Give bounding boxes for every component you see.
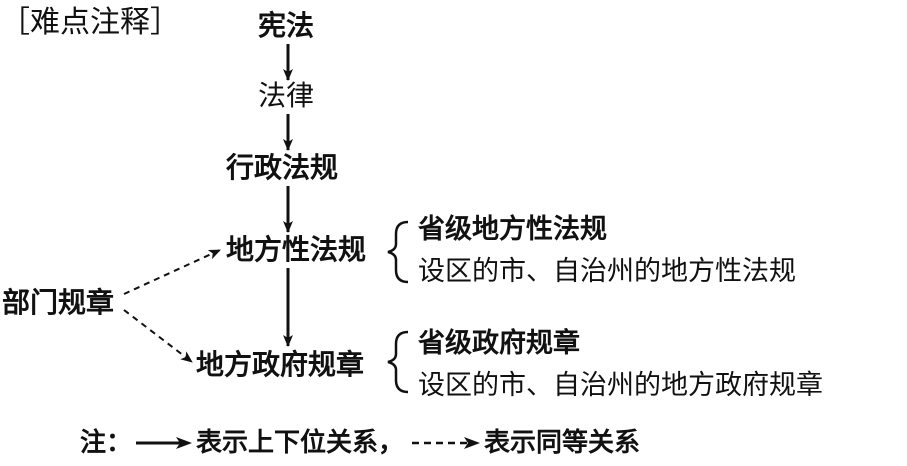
- local-regulation-type-city: 设区的市、自治州的地方性法规: [418, 256, 796, 287]
- local-gov-rule-type-provincial: 省级政府规章: [418, 328, 580, 359]
- solid-arrow-icon: [136, 437, 193, 449]
- note-prefix: 注：: [80, 428, 133, 458]
- note-solid-meaning: 表示上下位关系，: [196, 428, 405, 458]
- node-local-regulation: 地方性法规: [226, 233, 367, 266]
- brace-local-regulation: [387, 220, 409, 284]
- note-dashed-meaning: 表示同等关系: [484, 428, 641, 458]
- section-heading: ［难点注释］: [0, 5, 180, 40]
- dashed-arrow-dept-to-local-gov-rule: [123, 309, 193, 363]
- node-dept-rule: 部门规章: [2, 286, 115, 319]
- node-local-gov-rule: 地方政府规章: [196, 348, 365, 381]
- dashed-arrow-icon: [412, 437, 481, 449]
- legend-note: 注： 表示上下位关系， 表示同等关系: [80, 430, 640, 456]
- brace-local-gov-rule: [387, 330, 409, 394]
- node-constitution: 宪法: [258, 9, 315, 42]
- node-law: 法律: [258, 79, 315, 112]
- dashed-arrow-dept-to-local-regulation: [123, 249, 221, 295]
- local-gov-rule-type-city: 设区的市、自治州的地方政府规章: [418, 370, 823, 401]
- local-regulation-type-provincial: 省级地方性法规: [418, 214, 607, 245]
- node-admin-regulation: 行政法规: [226, 151, 339, 184]
